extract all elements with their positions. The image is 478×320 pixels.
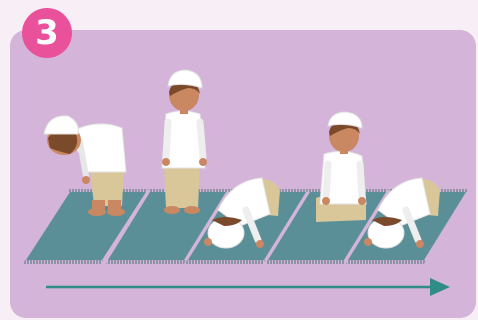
progress-arrow [46, 278, 450, 296]
arrow-head-icon [430, 278, 450, 296]
figure-sitting [316, 112, 366, 222]
